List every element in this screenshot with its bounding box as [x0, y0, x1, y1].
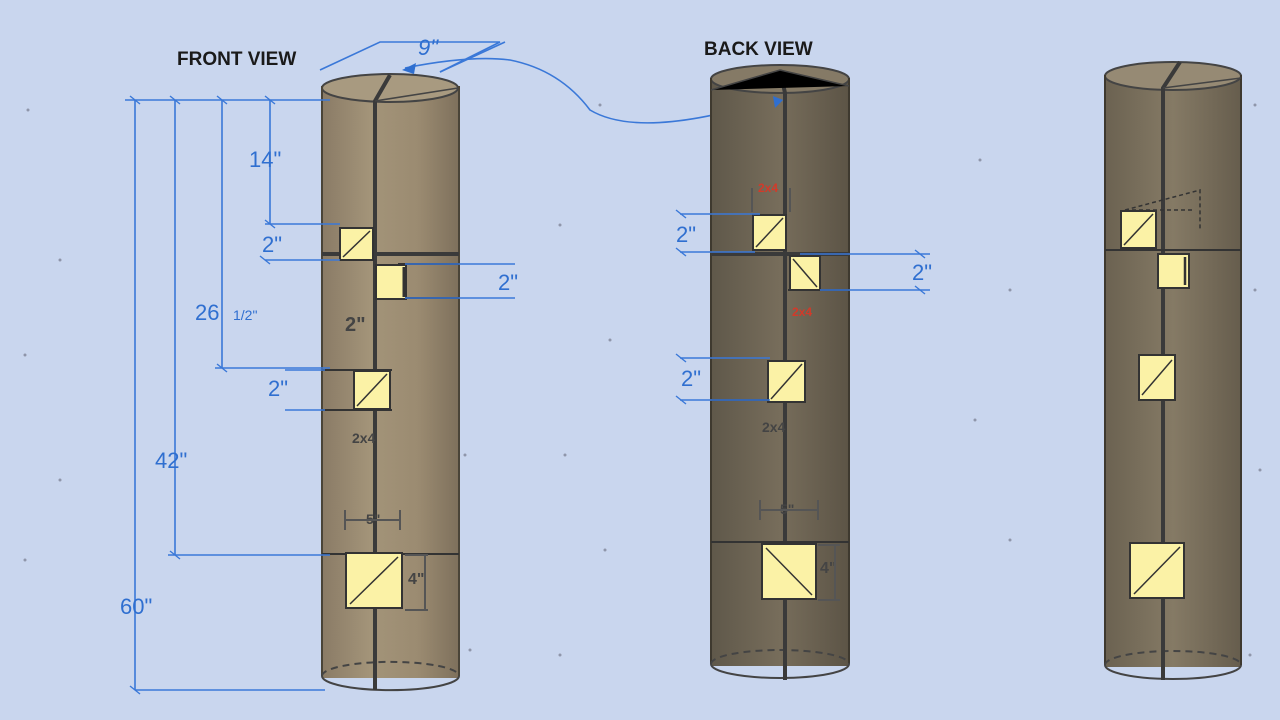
back-dimension-labels: 2" 2" 2" 2x4 2x4 2x4 5" 4": [676, 181, 932, 601]
front-dim-box1: 2": [262, 232, 282, 257]
front-box4-height: 4": [408, 571, 424, 588]
front-dim-60: 60": [120, 594, 152, 619]
front-dim-26: 26: [195, 300, 219, 325]
front-dimension-lines: [125, 41, 771, 695]
back-box4-height: 4": [820, 560, 836, 577]
back-windows: [752, 214, 821, 600]
front-mark-2: 2": [345, 314, 366, 336]
front-dim-box3: 2": [268, 376, 288, 401]
side-windows: [1120, 210, 1190, 599]
back-dimension-lines: [675, 96, 930, 405]
back-mark-2x4: 2x4: [762, 419, 786, 435]
front-window-1: [339, 227, 374, 261]
front-dim-42: 42": [155, 448, 187, 473]
front-dim-14: 14": [249, 147, 281, 172]
front-mark-2x4: 2x4: [352, 430, 376, 446]
back-dim-box1: 2": [676, 222, 696, 247]
back-red-mark-b: 2x4: [792, 305, 812, 319]
front-view-title: FRONT VIEW: [177, 49, 296, 70]
back-view-title: BACK VIEW: [704, 39, 813, 60]
front-window-2: [375, 264, 407, 300]
front-windows: [339, 227, 407, 609]
background-dots: [23, 103, 1262, 657]
front-dimension-labels: 14" 2" 2" 26 1/2" 2" 42" 60" 9" 2" 2x4 5…: [120, 35, 518, 619]
back-dim-box3: 2": [681, 366, 701, 391]
front-dim-26-fraction: 1/2": [233, 307, 257, 323]
front-dim-box2: 2": [498, 270, 518, 295]
back-red-mark-a: 2x4: [758, 181, 778, 195]
back-dim-box2: 2": [912, 260, 932, 285]
front-dim-diameter: 9": [418, 35, 439, 60]
